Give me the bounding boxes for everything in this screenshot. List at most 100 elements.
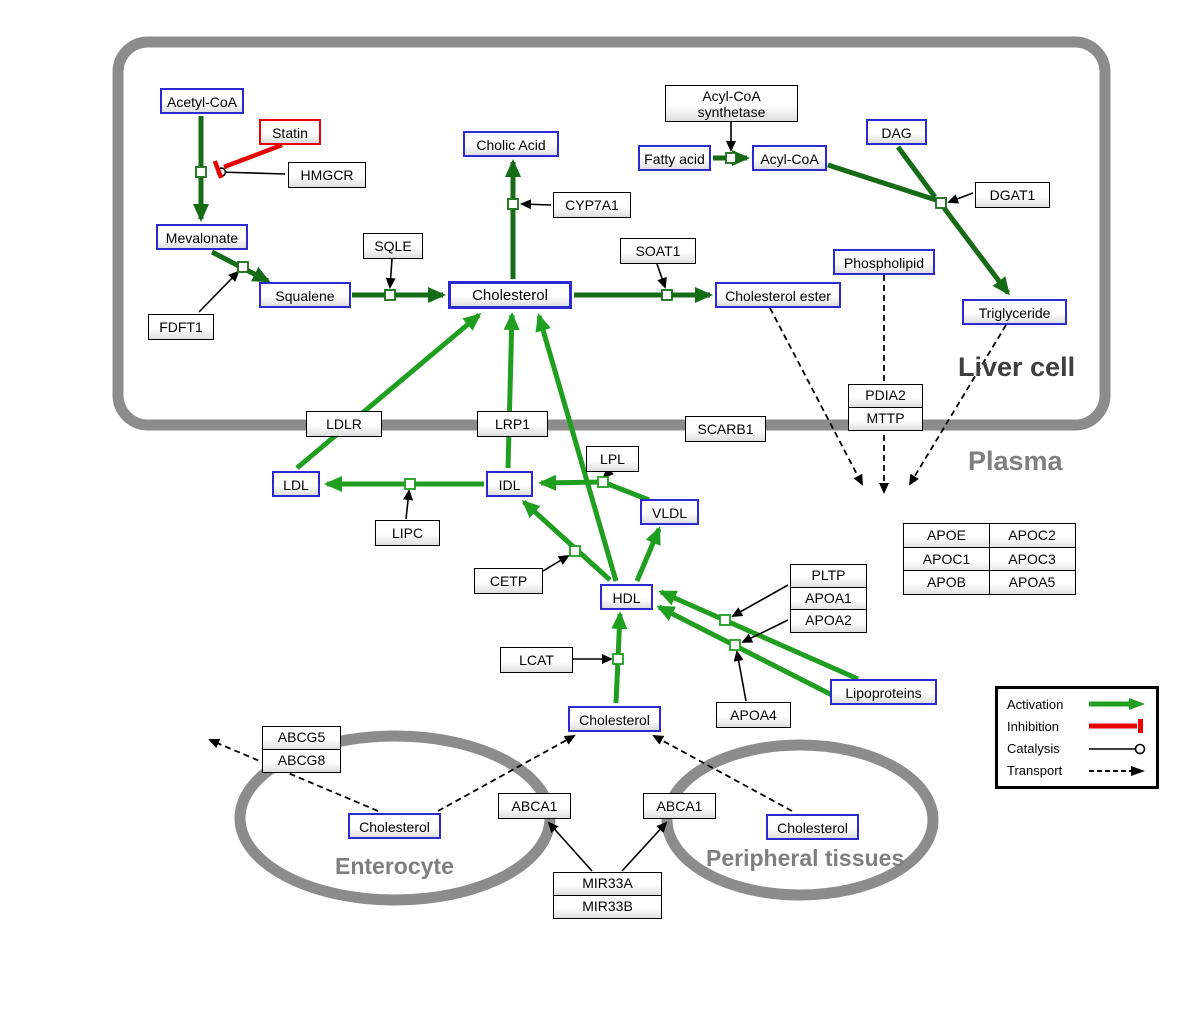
node-abcg5[interactable]: ABCG5 — [262, 726, 341, 750]
acyl-coa-synthetase-line1: Acyl-CoA — [702, 88, 761, 104]
node-cholesterol-enterocyte[interactable]: Cholesterol — [348, 813, 441, 839]
node-apoc1[interactable]: APOC1 — [903, 546, 990, 572]
edge-hdl-vldl — [634, 526, 662, 582]
node-mttp[interactable]: MTTP — [848, 406, 923, 431]
node-apoc2[interactable]: APOC2 — [988, 523, 1076, 548]
node-apoa1[interactable]: APOA1 — [790, 586, 867, 611]
legend-inhibition-label: Inhibition — [1007, 718, 1060, 734]
node-fatty-acid[interactable]: Fatty acid — [638, 145, 711, 171]
node-dgat1[interactable]: DGAT1 — [975, 182, 1050, 208]
node-mevalonate[interactable]: Mevalonate — [156, 224, 248, 250]
node-lipc[interactable]: LIPC — [375, 520, 440, 546]
edge-lipoproteins-hdl-lower — [656, 604, 834, 698]
reaction-node-fdft1 — [237, 261, 249, 273]
edge-acylcoa-dgat-node — [827, 162, 937, 203]
node-lcat[interactable]: LCAT — [500, 647, 573, 673]
node-vldl[interactable]: VLDL — [640, 499, 699, 525]
node-cholesterol-liver[interactable]: Cholesterol — [448, 281, 572, 309]
acyl-coa-synthetase-line2: synthetase — [697, 104, 766, 120]
node-mir33a[interactable]: MIR33A — [553, 872, 662, 896]
edge-apoa1-apoa2-catalysis — [741, 619, 789, 643]
reaction-node-apoa — [729, 639, 741, 651]
node-cholesterol-plasma[interactable]: Cholesterol — [568, 706, 661, 732]
node-abca1-left[interactable]: ABCA1 — [498, 793, 571, 819]
edge-peripheral-cholesterol-efflux-abca1 — [652, 735, 793, 812]
abcg-stack: ABCG5 ABCG8 — [262, 726, 341, 773]
legend-row-activation: Activation — [1007, 696, 1147, 712]
node-cholesterol-peripheral[interactable]: Cholesterol — [766, 814, 859, 840]
node-mir33b[interactable]: MIR33B — [553, 894, 662, 919]
node-acetyl-coa[interactable]: Acetyl-CoA — [160, 88, 244, 114]
node-apoe[interactable]: APOE — [903, 523, 990, 548]
edge-idl-cholesterol-uptake — [503, 312, 520, 469]
node-apoa2[interactable]: APOA2 — [790, 609, 867, 633]
node-cyp7a1[interactable]: CYP7A1 — [553, 192, 631, 218]
edge-pltp-catalysis — [731, 584, 789, 617]
pdia2-mttp-stack: PDIA2 MTTP — [848, 384, 923, 431]
liver-cell-label: Liver cell — [958, 352, 1076, 382]
edge-ldl-cholesterol-uptake — [295, 313, 482, 470]
edge-cetp-catalysis — [542, 554, 570, 572]
node-hmgcr[interactable]: HMGCR — [288, 162, 366, 188]
node-statin[interactable]: Statin — [259, 119, 321, 145]
legend-transport-label: Transport — [1007, 763, 1063, 779]
reaction-nodes — [195, 152, 947, 665]
node-apob[interactable]: APOB — [903, 570, 990, 595]
node-ldlr[interactable]: LDLR — [306, 411, 382, 437]
node-abcg8[interactable]: ABCG8 — [262, 748, 341, 773]
node-pdia2[interactable]: PDIA2 — [848, 384, 923, 408]
liver-cell-membrane — [112, 36, 1111, 431]
legend: Activation Inhibition Catalysis Transpor… — [995, 686, 1159, 789]
inhibition-tbar-icon — [1089, 719, 1143, 734]
node-dag[interactable]: DAG — [866, 119, 927, 145]
node-cholesterol-ester[interactable]: Cholesterol ester — [715, 282, 841, 308]
activation-edges-plasma — [295, 312, 860, 704]
edge-hdl-idl-cetp — [521, 499, 612, 582]
inhibition-edge — [212, 142, 283, 179]
catalysis-edges — [198, 122, 974, 872]
catalysis-circle-icon — [1089, 743, 1146, 754]
node-apoc3[interactable]: APOC3 — [988, 546, 1076, 572]
edge-apoa4-catalysis — [733, 650, 747, 702]
node-acyl-coa[interactable]: Acyl-CoA — [752, 145, 827, 171]
node-lrp1[interactable]: LRP1 — [477, 411, 548, 437]
node-scarb1[interactable]: SCARB1 — [685, 416, 766, 442]
node-abca1-right[interactable]: ABCA1 — [643, 793, 716, 819]
plasma-label: Plasma — [968, 446, 1063, 476]
edge-vldl-idl — [538, 474, 650, 503]
node-cetp[interactable]: CETP — [474, 568, 543, 594]
node-sqle[interactable]: SQLE — [363, 233, 423, 259]
edge-dgat1-catalysis — [947, 192, 974, 204]
node-lpl[interactable]: LPL — [586, 446, 639, 472]
apo-table-row: APOE APOC2 — [903, 523, 1076, 548]
edge-statin-inhibition — [223, 142, 283, 170]
edge-lipc-catalysis — [403, 489, 414, 520]
node-hdl[interactable]: HDL — [600, 584, 653, 610]
reaction-node-hmgcr — [195, 166, 207, 178]
apo-table-row: APOB APOA5 — [903, 570, 1076, 595]
legend-activation-label: Activation — [1007, 696, 1064, 712]
node-ldl[interactable]: LDL — [272, 471, 320, 497]
node-triglyceride[interactable]: Triglyceride — [962, 299, 1067, 325]
node-cholic-acid[interactable]: Cholic Acid — [463, 131, 559, 157]
node-soat1[interactable]: SOAT1 — [620, 238, 696, 264]
reaction-node-cyp7a1 — [507, 198, 519, 210]
edge-cholesterolester-secretion — [769, 307, 863, 486]
edge-mir33-abca1-right — [621, 821, 668, 872]
edge-cyp7a1-catalysis — [520, 199, 552, 210]
edge-enterocyte-cholesterol-efflux-abca1 — [437, 735, 576, 812]
reaction-node-pltp — [719, 614, 731, 626]
node-idl[interactable]: IDL — [486, 471, 533, 497]
node-fdft1[interactable]: FDFT1 — [148, 314, 214, 340]
reaction-node-cetp — [569, 545, 581, 557]
node-pltp[interactable]: PLTP — [790, 564, 867, 588]
transport-dashed-arrow-icon — [1089, 765, 1145, 776]
node-apoa5[interactable]: APOA5 — [988, 570, 1076, 595]
node-phospholipid[interactable]: Phospholipid — [833, 249, 935, 275]
node-acyl-coa-synthetase[interactable]: Acyl-CoA synthetase — [665, 85, 798, 122]
peripheral-tissues-membrane — [661, 739, 939, 901]
node-apoa4[interactable]: APOA4 — [716, 702, 791, 728]
node-lipoproteins[interactable]: Lipoproteins — [830, 679, 937, 705]
node-squalene[interactable]: Squalene — [259, 282, 351, 308]
